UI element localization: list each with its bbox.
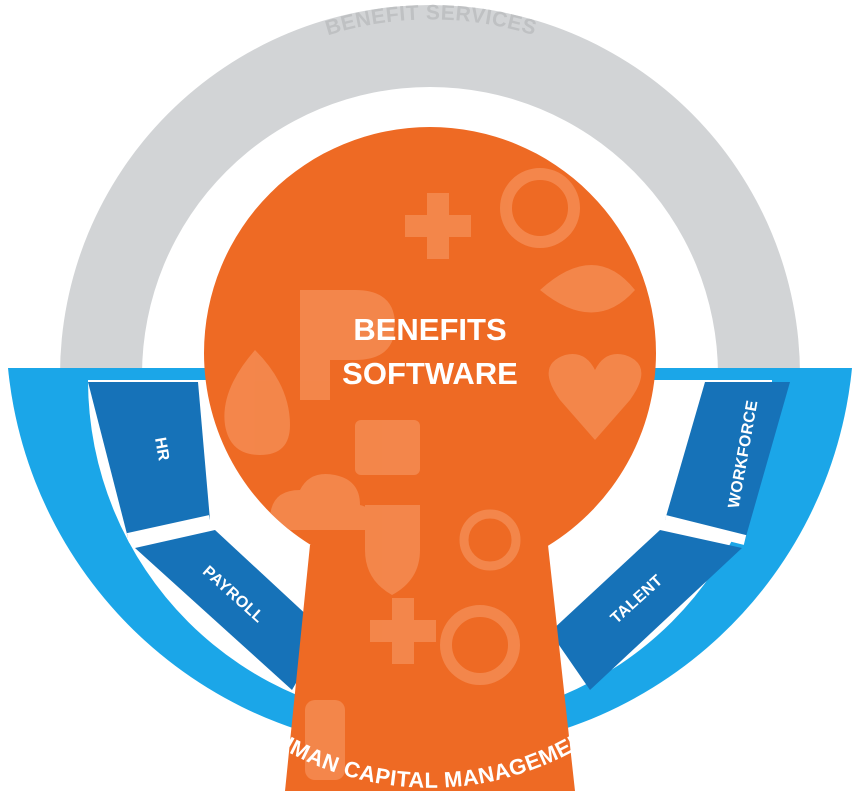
separator-talent-workforce (663, 515, 747, 545)
segment-payroll (135, 530, 325, 690)
heart-icon (548, 354, 642, 440)
drop-icon (224, 350, 290, 455)
rx-icon (300, 290, 395, 400)
separator-hr-payroll (126, 515, 212, 543)
cloud-icon (270, 474, 376, 530)
segment-talent (550, 530, 742, 690)
medkit-icon (355, 420, 420, 475)
eye-icon (540, 265, 635, 313)
segment-workforce (665, 382, 790, 540)
core-title-line2: SOFTWARE (342, 356, 518, 391)
core-pattern (224, 140, 642, 780)
wheelchair-icon (459, 509, 521, 571)
segment-hr (88, 382, 210, 538)
lifebuoy-icon (500, 168, 580, 248)
lifebuoy-icon-2 (440, 605, 520, 685)
cross-icon (405, 193, 471, 259)
rx-icon-2 (305, 700, 345, 780)
cross-icon-2 (370, 598, 436, 664)
core-title-line1: BENEFITS (353, 312, 506, 347)
hr-label: HR (151, 436, 172, 462)
shield-icon (365, 505, 420, 595)
